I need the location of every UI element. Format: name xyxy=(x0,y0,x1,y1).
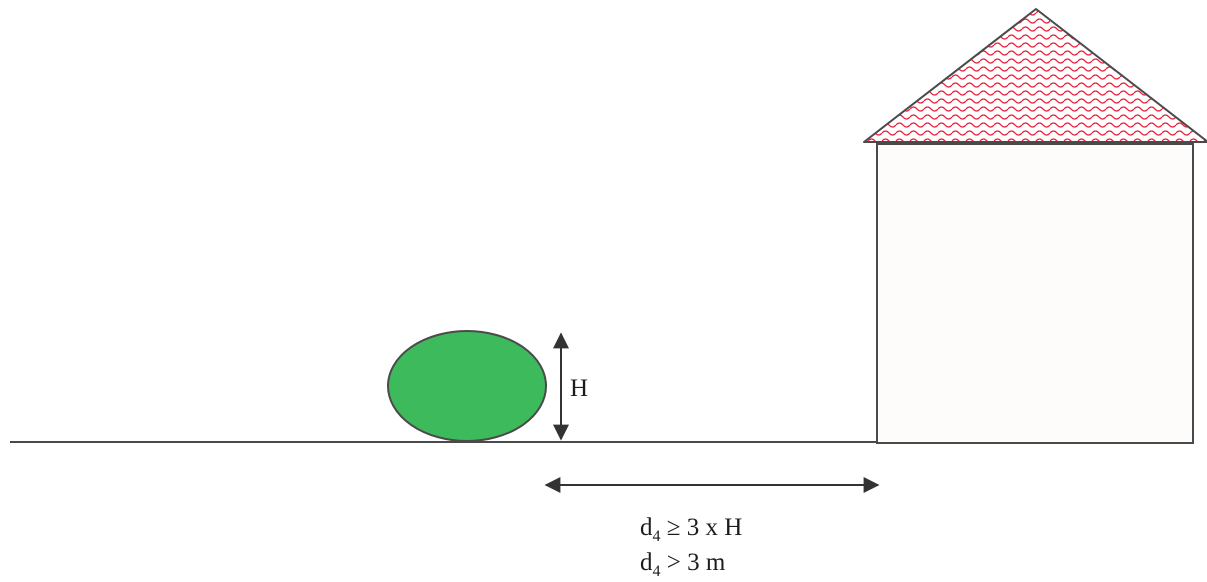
formula-1-var: d xyxy=(640,514,653,541)
formula-2: d4 > 3 m xyxy=(640,549,726,580)
height-label: H xyxy=(570,375,588,402)
bush xyxy=(387,330,547,442)
formula-2-var: d xyxy=(640,549,653,576)
formula-2-subscript: 4 xyxy=(653,563,661,580)
formula-1: d4 ≥ 3 x H xyxy=(640,514,742,545)
formula-1-rest: ≥ 3 x H xyxy=(661,514,743,541)
house-roof xyxy=(863,8,1207,143)
house-wall xyxy=(876,143,1194,444)
formula-2-rest: > 3 m xyxy=(661,549,726,576)
formula-1-subscript: 4 xyxy=(653,528,661,545)
